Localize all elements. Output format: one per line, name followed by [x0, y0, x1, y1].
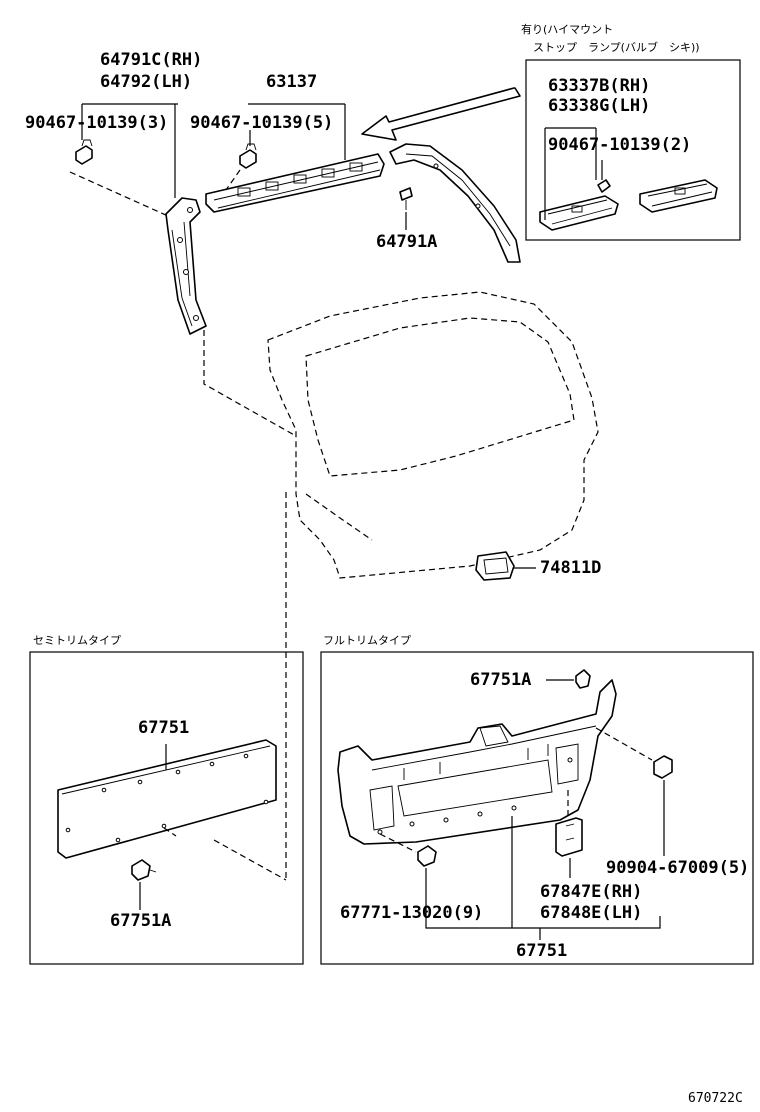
label-67848e: 67848E(LH) — [540, 903, 643, 923]
direction-arrow — [361, 87, 521, 141]
label-67771: 67771-13020(9) — [340, 903, 484, 923]
label-90467-5: 90467-10139(5) — [190, 113, 334, 133]
label-63338g: 63338G(LH) — [548, 96, 651, 116]
leader-67751-full — [425, 816, 661, 940]
full-trim-panel — [337, 679, 617, 845]
handle-cover-74811d — [475, 551, 515, 581]
screw-64791a — [399, 187, 413, 210]
back-door-outline — [267, 291, 599, 579]
leader-63137 — [248, 103, 346, 160]
highmount-cover-lh — [639, 179, 718, 213]
leader-63337b — [544, 127, 597, 220]
note-full-trim: フルトリムタイプ — [323, 634, 411, 647]
label-74811d: 74811D — [540, 558, 602, 578]
label-67751-full: 67751 — [516, 941, 568, 961]
highmount-cover-rh — [539, 195, 619, 231]
leader-64791c — [82, 103, 178, 198]
semi-trim-box — [29, 651, 304, 965]
upper-trim-63137 — [205, 153, 385, 213]
highmount-option-box — [525, 59, 741, 241]
note-semi-trim: セミトリムタイプ — [33, 634, 121, 647]
dash-clip-left — [69, 171, 169, 217]
label-90467-2: 90467-10139(2) — [548, 135, 692, 155]
full-trim-box — [320, 651, 754, 965]
clip-67751a-full — [575, 669, 591, 689]
pillar-garnish-left — [165, 197, 207, 335]
label-90467-3: 90467-10139(3) — [25, 113, 169, 133]
label-90904: 90904-67009(5) — [606, 858, 750, 878]
clip-90467-left — [75, 139, 93, 165]
dash-semi-trim — [163, 827, 287, 881]
label-64792: 64792(LH) — [100, 72, 193, 92]
label-64791c: 64791C(RH) — [100, 50, 203, 70]
pillar-garnish-right — [389, 143, 521, 263]
dash-90904 — [595, 727, 653, 761]
clip-67771 — [417, 845, 437, 867]
clip-67751a-semi — [131, 859, 157, 881]
label-67751a-semi: 67751A — [110, 911, 172, 931]
clip-90467-center — [239, 143, 257, 169]
label-67751-semi: 67751 — [138, 718, 190, 738]
highmount-clip — [597, 179, 611, 193]
dash-pillar-to-door — [203, 330, 297, 437]
dash-clip-center — [225, 169, 241, 191]
note-highmount-line1: 有り(ハイマウント — [521, 23, 614, 36]
label-64791a: 64791A — [376, 232, 438, 252]
semi-trim-panel — [57, 739, 277, 859]
clip-90904 — [653, 755, 673, 779]
label-67847e: 67847E(RH) — [540, 882, 643, 902]
label-63137: 63137 — [266, 72, 318, 92]
label-67751a-full: 67751A — [470, 670, 532, 690]
diagram-code: 670722C — [688, 1091, 743, 1106]
dash-67771 — [379, 833, 417, 853]
bracket-67847e — [555, 817, 583, 857]
label-63337b: 63337B(RH) — [548, 76, 651, 96]
note-highmount-line2: ストップ ランプ(バルブ シキ)) — [533, 41, 700, 54]
